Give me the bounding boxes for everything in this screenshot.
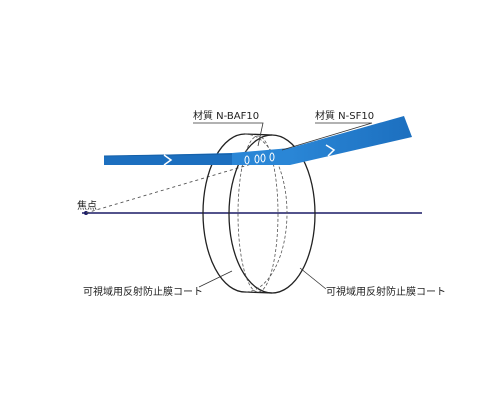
direction-arrow-1 bbox=[163, 154, 173, 166]
surface-mark-4 bbox=[269, 152, 275, 162]
converging-ray bbox=[85, 159, 266, 214]
surface-mark-1 bbox=[244, 155, 250, 165]
direction-arrows bbox=[163, 144, 336, 166]
incoming-beam-edge bbox=[103, 153, 241, 157]
coating-left-label: 可視域用反射防止膜コート bbox=[83, 285, 203, 298]
surface-mark-3 bbox=[260, 153, 266, 163]
surface-intersections bbox=[244, 152, 275, 165]
lens-cemented-surface bbox=[237, 135, 279, 293]
direction-arrow-2 bbox=[325, 144, 336, 157]
lens-front-face-hidden bbox=[244, 133, 288, 293]
leader-material-back bbox=[281, 122, 373, 151]
lens-bottom-edge bbox=[244, 291, 273, 294]
leader-material-front bbox=[193, 122, 264, 147]
leader-coating-right bbox=[299, 267, 327, 290]
lens-top-edge bbox=[244, 133, 273, 136]
material-back-label: 材質 N-SF10 bbox=[315, 109, 374, 122]
leader-lines bbox=[193, 122, 373, 290]
material-front-label: 材質 N-BAF10 bbox=[193, 109, 259, 122]
coating-right-label: 可視域用反射防止膜コート bbox=[326, 285, 446, 298]
leader-coating-left bbox=[198, 270, 233, 288]
lens-inner-surfaces bbox=[237, 133, 288, 293]
lens-body bbox=[202, 133, 316, 294]
lens-front-face bbox=[202, 133, 246, 293]
outgoing-beam bbox=[290, 116, 412, 165]
surface-mark-2 bbox=[254, 154, 260, 164]
focal-point-label: 焦点 bbox=[77, 199, 97, 212]
